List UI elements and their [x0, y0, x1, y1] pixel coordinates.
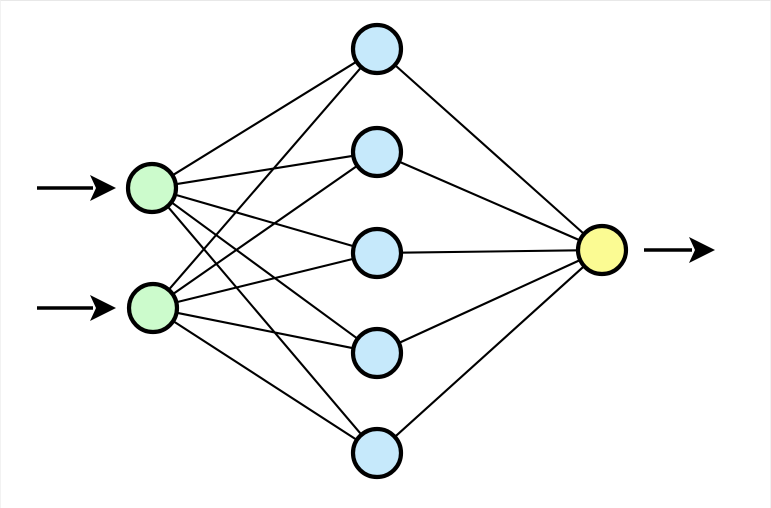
input-arrow-1-head: [90, 175, 116, 201]
edge-input-node-1-to-hidden-node-3: [172, 193, 357, 248]
hidden-node-2[interactable]: [350, 125, 404, 179]
node-group: [125, 22, 629, 480]
input-arrow-2-head: [90, 295, 116, 321]
edge-hidden-node-3-to-output-node-1: [398, 249, 581, 254]
input-node-1[interactable]: [125, 161, 179, 215]
hidden-node-3[interactable]: [350, 226, 404, 280]
edge-input-node-2-to-hidden-node-3: [173, 257, 357, 304]
hidden-node-1[interactable]: [350, 22, 404, 76]
edge-input-node-2-to-hidden-node-2: [170, 163, 360, 297]
edge-input-node-1-to-hidden-node-4: [169, 200, 360, 341]
edge-input-node-2-to-hidden-node-1: [166, 64, 364, 293]
edge-hidden-node-2-to-output-node-1: [396, 159, 583, 243]
edge-hidden-node-4-to-output-node-1: [396, 258, 583, 345]
edge-input-node-1-to-hidden-node-2: [173, 154, 356, 186]
output-node-1[interactable]: [575, 223, 629, 277]
edge-group: [165, 59, 587, 442]
input-node-2[interactable]: [126, 281, 180, 335]
output-arrow-1-head: [689, 237, 715, 263]
io-arrow-group: [37, 175, 715, 321]
edge-input-node-2-to-hidden-node-5: [170, 319, 360, 442]
edge-input-node-1-to-hidden-node-5: [165, 204, 364, 437]
edge-hidden-node-1-to-output-node-1: [392, 62, 587, 237]
edge-input-node-2-to-hidden-node-4: [174, 311, 356, 350]
hidden-node-5[interactable]: [350, 426, 404, 480]
edge-input-node-1-to-hidden-node-1: [170, 59, 359, 178]
hidden-node-4[interactable]: [350, 326, 404, 380]
edge-hidden-node-5-to-output-node-1: [392, 264, 587, 439]
